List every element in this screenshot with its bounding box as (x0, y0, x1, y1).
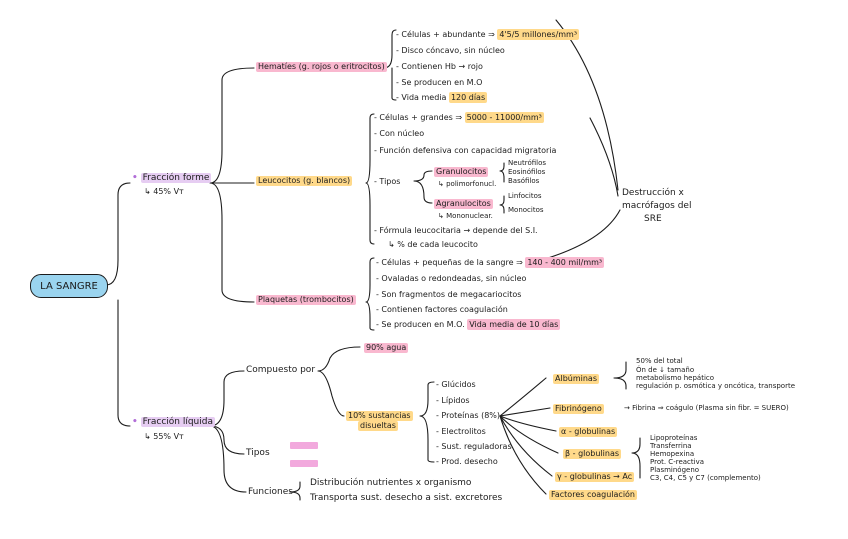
albuminas-detail-4: regulación p. osmótica y oncótica, trans… (636, 382, 796, 390)
bullet-dot-icon: • (132, 417, 138, 427)
beta-globulinas-node: β - globulinas (563, 449, 622, 459)
beta-detail-4: Prot. C-reactiva (650, 458, 705, 466)
hematies-item-4: - Se producen en M.O (396, 78, 483, 87)
fibrinogeno-detail: → Fibrina ⇒ coágulo (Plasma sin fibr. = … (624, 404, 789, 412)
albuminas-brace (613, 361, 627, 390)
plaquetas-item-5: - Se producen en M.O. Vida media de 10 d… (376, 319, 561, 330)
alfa-globulinas-node: α - globulinas (559, 427, 618, 437)
beta-detail-5: Plasminógeno (650, 466, 700, 474)
formula-leucocitaria: - Fórmula leucocitaria → depende del S.I… (374, 226, 538, 235)
agranulo-types-brace (499, 195, 505, 214)
plaquetas-item-1: - Células + pequeñas de la sangre ⇒ 140 … (376, 257, 605, 268)
albuminas-detail-1: 50% del total (636, 357, 683, 365)
proteinas-fan (499, 377, 559, 495)
liquid-fraction-label: Fracción líquida (140, 417, 215, 427)
destruccion-line-3: SRE (644, 214, 662, 224)
leucocitos-item-2: - Con núcleo (374, 129, 425, 138)
liquida-to-subs (209, 370, 247, 493)
sustancia-item-3: - Proteínas (8%) (436, 411, 501, 420)
formed-fraction-title: • Fracción forme (132, 173, 212, 183)
factores-coagulacion-node: Factores coagulación (549, 490, 637, 500)
agranulocito-type-1: Linfocitos (508, 192, 542, 200)
beta-detail-6: C3, C4, C5 y C7 (complemento) (650, 474, 761, 482)
leucocitos-item-3: - Función defensiva con capacidad migrat… (374, 146, 557, 155)
bullet-dot-icon: • (132, 173, 138, 183)
plaquetas-item-4: - Contienen factores coagulación (376, 305, 508, 314)
sustancia-item-6: - Prod. desecho (436, 457, 498, 466)
hematies-item-5: - Vida media 120 días (396, 92, 488, 103)
plaquetas-item-2: - Ovaladas o redondeadas, sin núcleo (376, 274, 527, 283)
leucocitos-item-1: - Células + grandes ⇒ 5000 - 11000/mm³ (374, 112, 544, 123)
plaquetas-node: Plaquetas (trombocitos) (256, 295, 356, 305)
formula-leucocitaria-sub: ↳ % de cada leucocito (388, 240, 478, 249)
liquid-fraction-title: • Fracción líquida (132, 417, 215, 427)
albuminas-detail-3: metabolismo hepático (636, 374, 715, 382)
plaquetas-brace (365, 257, 375, 331)
tipos-highlight-1 (290, 442, 318, 449)
granulocito-type-1: Neutrófilos (508, 159, 547, 167)
tipos-granulo (413, 170, 433, 204)
fibrinogeno-node: Fibrinógeno (553, 404, 604, 414)
sustancia-item-5: - Sust. reguladoras (436, 442, 512, 451)
sustancia-item-1: - Glúcidos (436, 380, 476, 389)
granulocito-type-3: Basófilos (508, 177, 540, 185)
sustancia-item-2: - Lípidos (436, 396, 470, 405)
compuesto-node: Compuesto por (246, 365, 316, 375)
sustancias-brace (419, 381, 435, 463)
beta-brace (631, 437, 641, 479)
granulo-types-brace (499, 162, 505, 183)
liquid-fraction-percent: ↳ 55% Vт (144, 432, 184, 441)
formed-fraction-label: Fracción forme (140, 173, 212, 183)
destruccion-curves (547, 19, 621, 259)
plaquetas-item-3: - Son fragmentos de megacariocitos (376, 290, 522, 299)
beta-detail-3: Hemopexina (650, 450, 695, 458)
hematies-item-1: - Células + abundante ⇒ 4'5/5 millones/m… (396, 29, 580, 40)
root-node: LA SANGRE (30, 274, 108, 298)
destruccion-line-1: Destrucción x (622, 188, 684, 198)
destruccion-line-2: macrófagos del (622, 201, 692, 211)
sustancias-node: 10% sustancias (346, 411, 413, 421)
funciones-item-1: Distribución nutrientes x organismo (310, 478, 472, 488)
funciones-node: Funciones (248, 487, 293, 497)
root-to-branches (105, 182, 131, 427)
albuminas-node: Albúminas (553, 374, 599, 384)
beta-detail-2: Transferrina (650, 442, 692, 450)
sustancias-node-2: disueltas (358, 421, 398, 431)
hematies-node: Hematíes (g. rojos o eritrocitos) (256, 62, 387, 72)
leucocitos-brace (365, 113, 375, 245)
root-title: LA SANGRE (40, 280, 98, 292)
funciones-item-2: Transporta sust. desecho a sist. excreto… (310, 493, 503, 503)
beta-detail-1: Lipoproteínas (650, 434, 698, 442)
granulocito-type-2: Eosinófilos (508, 168, 546, 176)
albuminas-detail-2: Ón de ↓ tamaño (636, 366, 695, 374)
granulocitos-sub: ↳ polimorfonucl. (438, 180, 497, 188)
gamma-globulinas-node: γ - globulinas → Ac (555, 472, 635, 482)
leucocitos-tipos-label: - Tipos (374, 177, 401, 186)
leucocitos-node: Leucocitos (g. blancos) (256, 176, 353, 186)
hematies-item-3: - Contienen Hb → rojo (396, 62, 483, 71)
agua-node: 90% agua (364, 343, 409, 353)
tipos-highlight-2 (290, 460, 318, 467)
compuesto-to-parts (317, 346, 361, 417)
tipos-node: Tipos (246, 448, 270, 458)
agranulocito-type-2: Monocitos (508, 206, 544, 214)
agranulocitos-sub: ↳ Mononuclear. (438, 212, 493, 220)
hematies-item-2: - Disco cóncavo, sin núcleo (396, 46, 505, 55)
forme-to-subs (209, 67, 255, 303)
agranulocitos-node: Agranulocitos (434, 199, 493, 209)
formed-fraction-percent: ↳ 45% Vт (144, 187, 184, 196)
granulocitos-node: Granulocitos (434, 167, 489, 177)
funciones-brace (289, 481, 301, 501)
sustancia-item-4: - Electrolitos (436, 427, 486, 436)
hematies-brace (383, 29, 397, 101)
